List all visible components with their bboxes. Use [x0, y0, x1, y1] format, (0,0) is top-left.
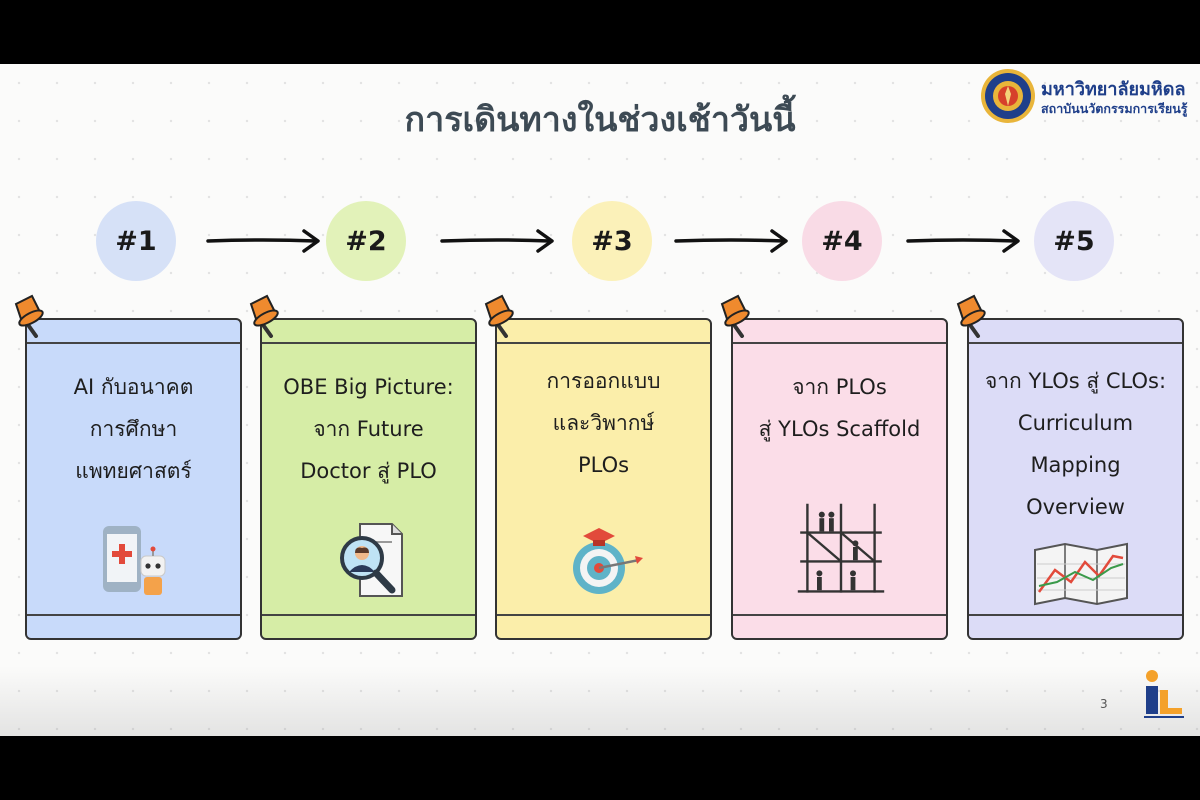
card-1-text: AI กับอนาคต การศึกษา แพทยศาสตร์ — [73, 375, 194, 483]
university-logo: มหาวิทยาลัยมหิดล สถาบันนวัตกรรมการเรียนร… — [975, 66, 1200, 128]
university-name: มหาวิทยาลัยมหิดล — [1041, 79, 1186, 100]
step-3-circle: #3 — [572, 201, 652, 281]
push-pin-icon — [484, 294, 514, 338]
innovative-learning-logo-icon — [1144, 670, 1184, 718]
phone-robot-icon — [103, 526, 166, 595]
scaffold-workers-icon — [797, 503, 885, 593]
map-chart-icon — [1034, 542, 1128, 606]
push-pin-icon — [956, 294, 986, 338]
card-5-text: จาก YLOs สู่ CLOs: Curriculum Mapping Ov… — [984, 369, 1167, 519]
step-1-circle: #1 — [96, 201, 176, 281]
step-4-label: #4 — [821, 225, 863, 257]
card-2: OBE Big Picture: จาก Future Doctor สู่ P… — [260, 318, 477, 640]
target-graduation-icon — [573, 528, 643, 594]
step-3-label: #3 — [591, 225, 633, 257]
step-2-circle: #2 — [326, 201, 406, 281]
card-3: การออกแบบ และวิพากษ์ PLOs — [495, 318, 712, 640]
push-pin-icon — [14, 294, 44, 338]
push-pin-icon — [720, 294, 750, 338]
slide-title: การเดินทางในช่วงเช้าวันนี้ — [404, 100, 796, 140]
card-4-text: จาก PLOs สู่ YLOs Scaffold — [758, 375, 921, 441]
card-4: จาก PLOs สู่ YLOs Scaffold — [731, 318, 948, 640]
card-5: จาก YLOs สู่ CLOs: Curriculum Mapping Ov… — [967, 318, 1184, 640]
step-2-label: #2 — [345, 225, 387, 257]
arrow-right-icon — [906, 229, 1020, 253]
arrow-right-icon — [206, 229, 320, 253]
page-number: 3 — [1100, 697, 1108, 711]
arrow-right-icon — [674, 229, 788, 253]
push-pin-icon — [249, 294, 279, 338]
mahidol-seal-icon — [981, 69, 1035, 123]
institute-name: สถาบันนวัตกรรมการเรียนรู้ — [1041, 101, 1188, 116]
step-1-label: #1 — [115, 225, 157, 257]
card-2-text: OBE Big Picture: จาก Future Doctor สู่ P… — [283, 375, 454, 483]
card-1: AI กับอนาคต การศึกษา แพทยศาสตร์ — [25, 318, 242, 640]
step-5-label: #5 — [1053, 225, 1095, 257]
step-4-circle: #4 — [802, 201, 882, 281]
slide: การเดินทางในช่วงเช้าวันนี้ มหาวิทยาลัยมห… — [0, 64, 1200, 736]
step-5-circle: #5 — [1034, 201, 1114, 281]
magnifier-person-icon — [340, 523, 403, 597]
card-3-text: การออกแบบ และวิพากษ์ PLOs — [546, 369, 661, 477]
arrow-right-icon — [440, 229, 554, 253]
